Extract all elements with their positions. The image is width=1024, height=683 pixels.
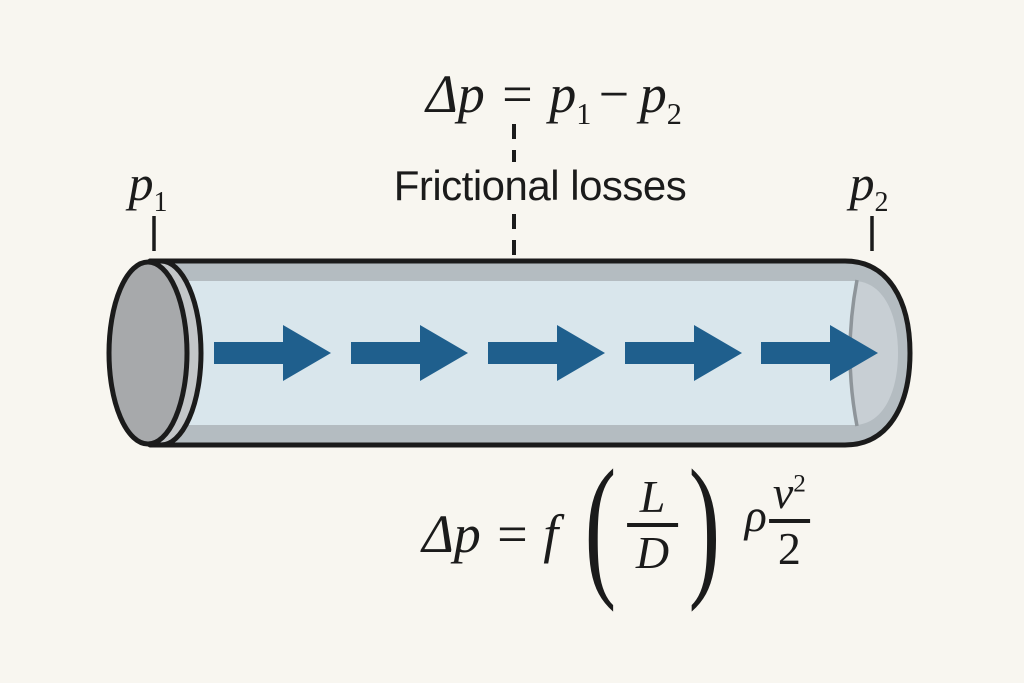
open-paren: (	[584, 438, 617, 614]
flow-arrows	[214, 325, 878, 381]
delta-p-symbol: Δp	[426, 64, 485, 124]
friction-label: Frictional losses	[393, 162, 687, 209]
flow-arrow-4	[625, 325, 742, 381]
minus-sign: −	[595, 64, 632, 124]
half-denominator: 2	[777, 522, 801, 574]
flow-arrow-1	[214, 325, 331, 381]
velocity-head-fraction: v2 2	[768, 466, 810, 574]
diameter-symbol: D	[635, 526, 670, 578]
delta-p-symbol: Δp	[422, 503, 481, 564]
darcy-equation: Δp = f ( L D ) ρ v2 2	[422, 438, 810, 614]
flow-arrow-3	[488, 325, 605, 381]
equals-sign: =	[498, 64, 536, 124]
outlet-pressure-label: p2	[849, 155, 889, 218]
velocity-squared: v2	[772, 466, 806, 518]
flow-arrow-2	[351, 325, 468, 381]
equals-sign: =	[493, 503, 531, 564]
density-symbol: ρ	[744, 490, 767, 542]
length-symbol: L	[639, 470, 666, 522]
length-diameter-fraction: L D	[626, 470, 679, 578]
fraction-bar	[768, 518, 810, 523]
close-paren: )	[688, 438, 721, 614]
fraction-bar	[626, 522, 679, 527]
flow-arrow-5	[761, 325, 878, 381]
friction-factor-symbol: f	[543, 503, 559, 564]
pipe-cap-face	[106, 259, 190, 447]
pressure-drop-equation: Δp = p1 − p2	[426, 62, 682, 132]
p2-term: p2	[639, 64, 682, 131]
inlet-pressure-label: p1	[128, 155, 168, 218]
p1-term: p1	[549, 64, 592, 131]
